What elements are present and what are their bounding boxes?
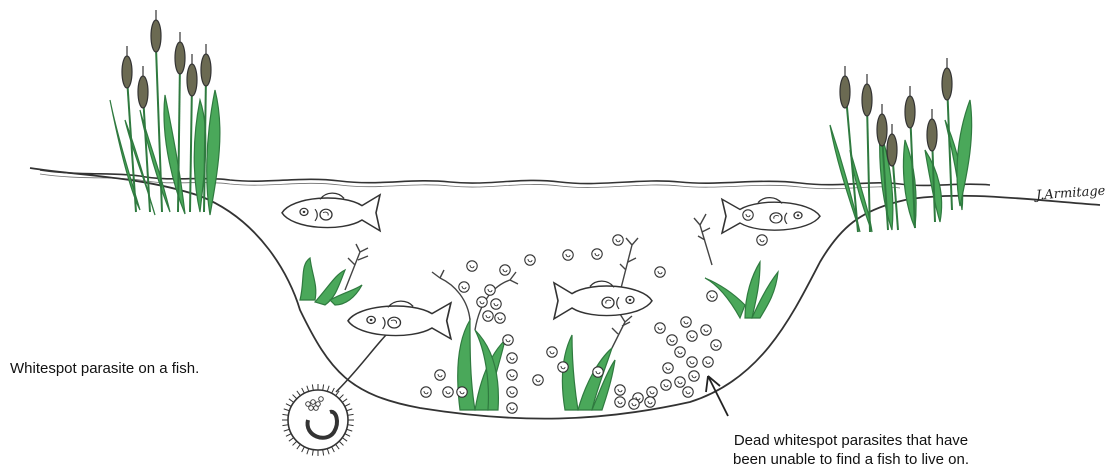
cilium [342,399,347,403]
cilium [327,386,329,392]
whitespot-cyst [655,323,665,333]
cilium [332,388,335,393]
cilium [327,449,329,455]
cilium [289,399,294,403]
cilium [302,388,305,393]
cilium [345,434,350,437]
whitespot-cyst [443,387,453,397]
cilium [312,384,313,390]
cilium [282,414,288,415]
whitespot-cyst [459,282,469,292]
cilium [347,429,353,431]
whitespot-cyst [507,403,517,413]
whitespot-cyst [681,317,691,327]
cilium [312,450,313,456]
whitespot-cyst [507,353,517,363]
whitespot-cyst [687,331,697,341]
whitespot-cyst [647,387,657,397]
whitespot-cyst [533,375,543,385]
whitespot-cyst [629,399,639,409]
whitespot-cyst [593,367,603,377]
whitespot-cyst [500,265,510,275]
cilium [339,441,343,445]
whitespot-cyst [683,387,693,397]
whitespot-cyst [661,380,671,390]
cilium [345,404,350,407]
whitespot-cyst [615,397,625,407]
whitespot-cyst [503,335,513,345]
whitespot-cyst [421,387,431,397]
cilium [284,409,290,411]
whitespot-cyst [563,250,573,260]
whitespot-cyst [675,347,685,357]
whitespot-cyst [655,267,665,277]
cilium [302,447,305,452]
label-dead-parasites-line2: been unable to find a fish to live on. [696,450,1006,469]
whitespot-cyst [701,325,711,335]
label-dead-parasites-line1: Dead whitespot parasites that have [696,431,1006,450]
fish-right [722,198,820,234]
cilium [347,409,353,411]
cilium [307,449,309,455]
cilium [332,447,335,452]
whitespot-cyst [707,291,717,301]
whitespot-cyst [507,387,517,397]
whitespot-cyst [467,261,477,271]
whitespot-cyst [525,255,535,265]
cilium [348,425,354,426]
fish-infected [348,301,451,339]
cilium [286,434,291,437]
cilium [289,438,294,442]
fish-top-left [282,193,380,231]
whitespot-cyst [613,235,623,245]
whitespot-cyst [457,387,467,397]
whitespot-cyst [558,362,568,372]
cilium [323,384,324,390]
whitespot-cyst [689,371,699,381]
cilium [339,395,343,399]
whitespot-cyst [645,397,655,407]
label-dead-parasites: Dead whitespot parasites that have been … [696,431,1006,469]
fish-middle [554,281,652,319]
pointer-to-fish [336,335,386,392]
whitespot-cyst [435,370,445,380]
cilium [284,429,290,431]
cilium [293,441,297,445]
cilium [348,414,354,415]
whitespot-cyst [675,377,685,387]
whitespot-cyst [687,357,697,367]
whitespot-cyst [592,249,602,259]
whitespot-cyst [757,235,767,245]
cilium [342,438,347,442]
arrow-to-dead-parasites [706,376,728,416]
whitespot-cyst [491,299,501,309]
cilium [297,391,301,396]
whitespot-cyst [483,311,493,321]
whitespot-cyst [743,210,753,220]
cilium [297,444,301,449]
cilium [323,450,324,456]
whitespot-cyst [663,363,673,373]
whitespot-cyst [547,347,557,357]
cilium [336,444,340,449]
reeds-right [830,58,972,232]
cilium [282,425,288,426]
whitespot-cyst [667,335,677,345]
whitespot-cyst [477,297,487,307]
cilium [293,395,297,399]
whitespot-cyst [485,285,495,295]
whitespot-cyst [703,357,713,367]
magnified-parasite [282,384,354,456]
whitespot-cyst [711,340,721,350]
whitespot-cyst [495,313,505,323]
cilium [307,386,309,392]
cilium [286,404,291,407]
label-parasite-on-fish: Whitespot parasite on a fish. [10,359,199,378]
whitespot-cyst [615,385,625,395]
reeds-left [110,10,220,215]
whitespot-cyst [507,370,517,380]
